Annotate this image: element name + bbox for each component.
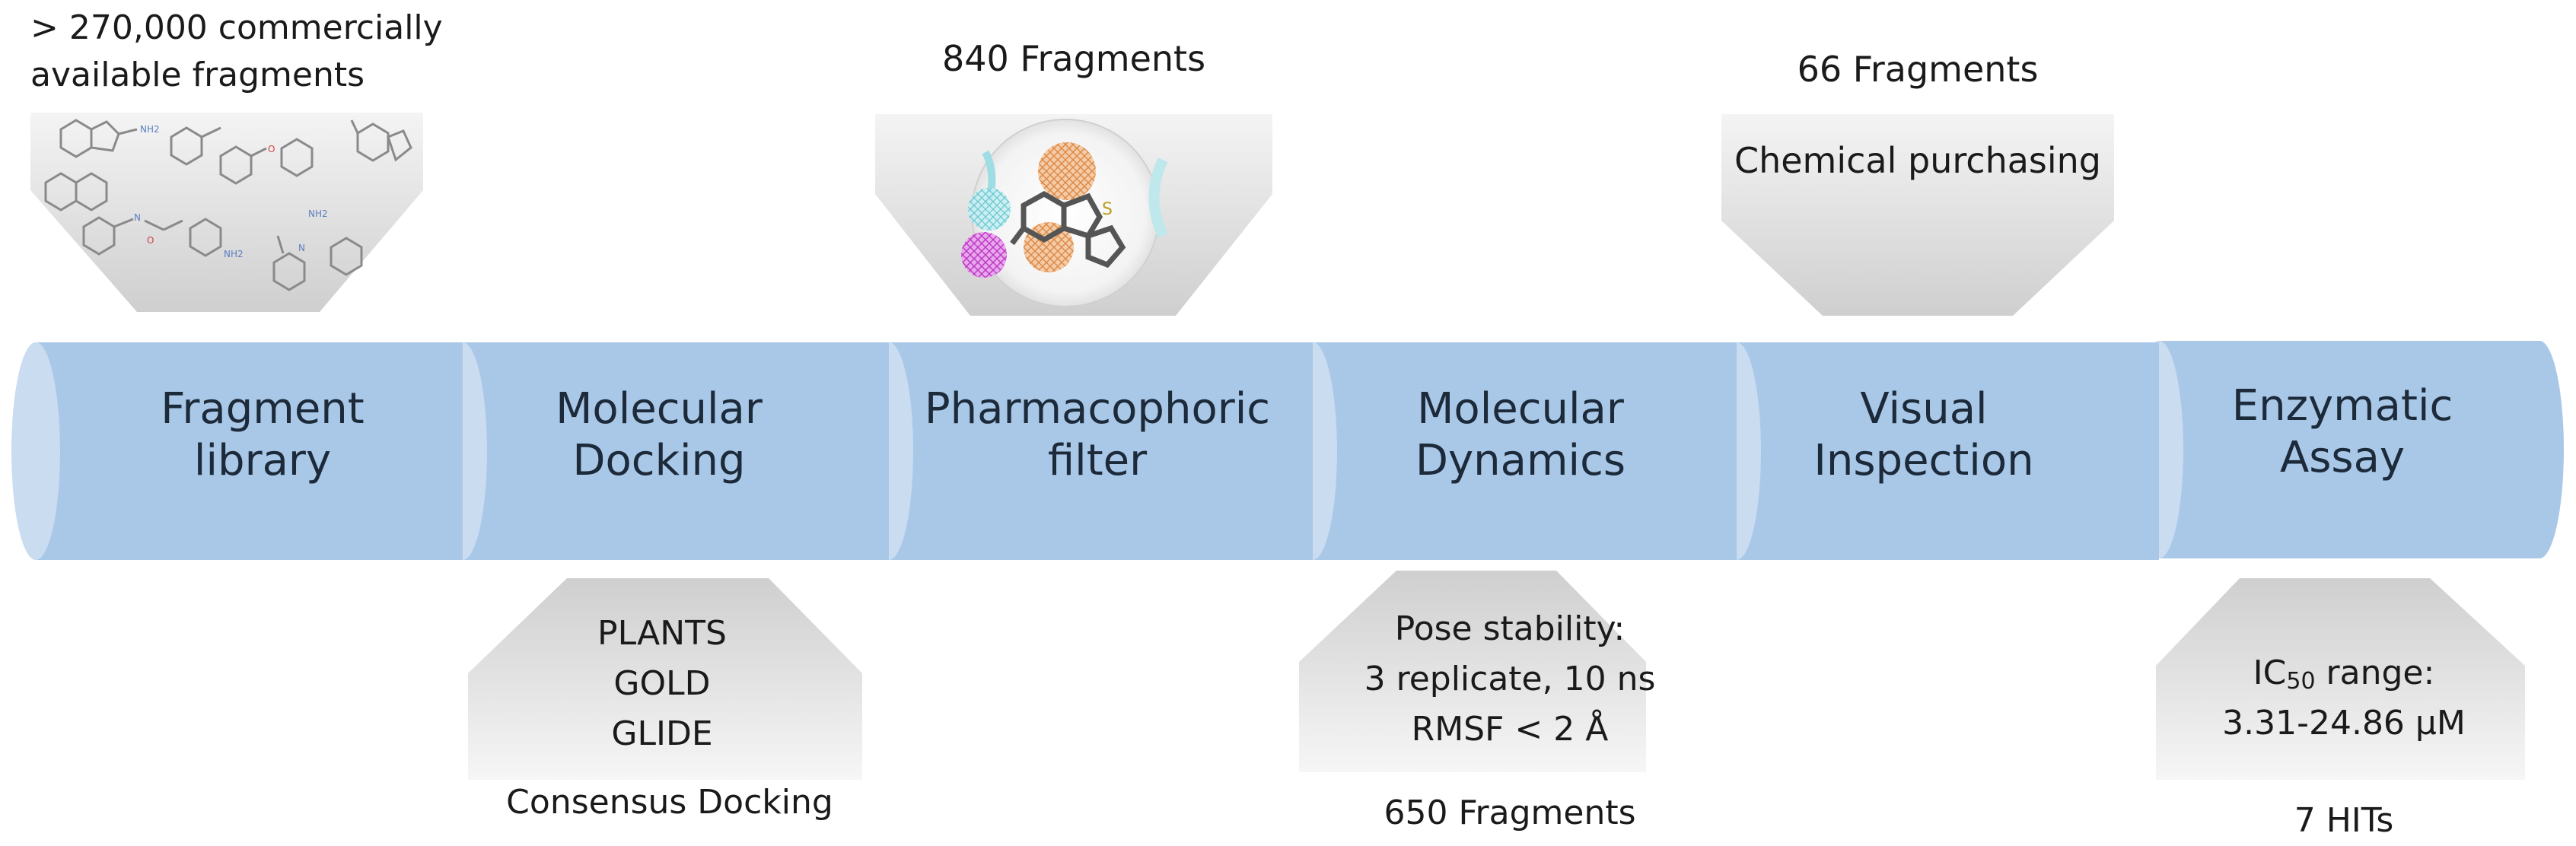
svg-text:NH2: NH2 [140,124,160,135]
svg-text:N: N [298,243,305,253]
svg-text:N: N [134,212,141,223]
assay-hits-label: 7 HITs [2294,801,2394,840]
library-count-label: > 270,000 commercially available fragmen… [30,8,443,94]
assay-range-label: 3.31-24.86 µM [2222,704,2466,743]
assay-ic50-label: IC50 range: [2253,654,2435,695]
pharmacophore-model-image: S [961,119,1168,307]
assay-funnel [2156,578,2525,780]
visual-count-label: 66 Fragments [1797,49,2039,90]
docking-programs-list: PLANTS GOLD GLIDE [597,609,727,759]
pipeline [11,341,2564,560]
pipe-segment-visual-inspection [1712,342,2159,560]
library-funnel [30,113,423,312]
svg-text:O: O [147,235,154,246]
pharm-count-label: 840 Fragments [941,38,1206,79]
pipe-segment-fragment-library [11,342,463,560]
docking-program-item: PLANTS [597,614,727,653]
svg-text:S: S [1102,200,1113,219]
docking-program-item: GLIDE [611,714,713,753]
visual-note-label: Chemical purchasing [1734,140,2102,181]
docking-program-item: GOLD [613,664,711,703]
md-count-label: 650 Fragments [1384,794,1636,832]
docking-method-label: Consensus Docking [506,783,833,822]
svg-text:NH2: NH2 [224,249,244,259]
svg-text:O: O [268,144,275,154]
docking-funnel [468,578,862,780]
svg-text:NH2: NH2 [308,208,328,219]
md-criteria: Pose stability: 3 replicate, 10 ns RMSF … [1364,609,1656,749]
md-funnel [1299,571,1646,772]
fragment-molecules-image: NH2 O N O NH2 N NH2 [44,119,412,291]
pipe-segment-pharmacophoric-filter [865,342,1313,560]
visual-funnel [1721,114,2114,316]
